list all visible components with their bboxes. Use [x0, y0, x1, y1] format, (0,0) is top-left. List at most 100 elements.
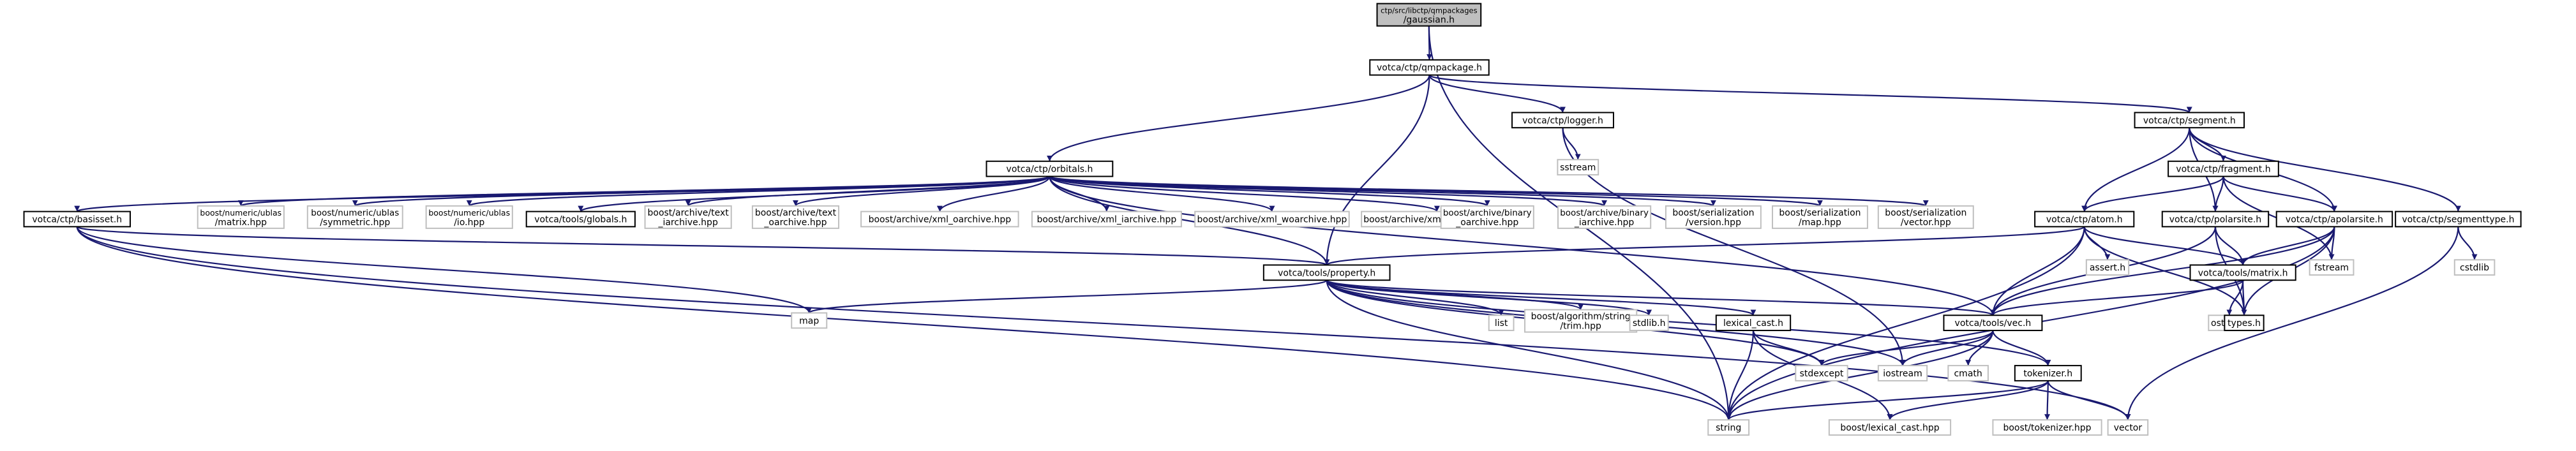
node-label: /trim.hpp [1560, 322, 1601, 332]
node-apolarsite[interactable]: votca/ctp/apolarsite.h [2275, 211, 2393, 228]
node-types[interactable]: types.h [2224, 314, 2265, 332]
node-ublas_io: boost/numeric/ublas/io.hpp [425, 205, 513, 229]
edge-vec-to-stdexcept [1818, 330, 1994, 366]
node-vec[interactable]: votca/tools/vec.h [1943, 314, 2043, 332]
node-segmenttype[interactable]: votca/ctp/segmenttype.h [2395, 211, 2522, 228]
node-xml_oarchive: boost/archive/xml_oarchive.hpp [860, 211, 1019, 228]
edge-orbitals-to-xml_woarchive [1049, 175, 1275, 212]
node-tokenizer[interactable]: tokenizer.h [2014, 365, 2082, 381]
edge-basisset-to-property [76, 226, 1329, 266]
node-label: votca/ctp/basisset.h [32, 214, 122, 225]
node-orbitals[interactable]: votca/ctp/orbitals.h [985, 160, 1114, 177]
node-box [1828, 419, 1952, 436]
node-sstream: sstream [1557, 159, 1599, 176]
edge-apolarsite-to-vec [1989, 226, 2335, 316]
edge-segment-to-atom [2081, 128, 2190, 212]
node-tmatrix[interactable]: votca/tools/matrix.h [2189, 264, 2296, 281]
node-lexical_cast[interactable]: lexical_cast.h [1715, 314, 1792, 332]
node-label: sstream [1560, 163, 1596, 173]
node-label: types.h [2228, 318, 2261, 329]
node-label: boost/serialization [1672, 208, 1754, 218]
edge-vec-to-tokenizer [1992, 330, 2051, 366]
node-text_iarchive: boost/archive/text_iarchive.hpp [644, 205, 732, 229]
edge-lexical_cast-to-string [1725, 330, 1755, 420]
node-ublas_sym: boost/numeric/ublas/symmetric.hpp [306, 205, 403, 229]
node-box [2189, 264, 2296, 281]
node-ser_vector: boost/serialization/vector.hpp [1877, 205, 1974, 229]
node-label: boost/archive/xml_woarchive.hpp [1197, 214, 1347, 225]
node-label: stdexcept [1800, 369, 1844, 379]
node-property[interactable]: votca/tools/property.h [1262, 264, 1391, 281]
node-polarsite[interactable]: votca/ctp/polarsite.h [2161, 211, 2270, 228]
node-box [23, 211, 131, 228]
node-ser_version: boost/serialization/version.hpp [1665, 205, 1762, 229]
node-box [2224, 314, 2265, 332]
node-atom[interactable]: votca/ctp/atom.h [2034, 211, 2135, 228]
edge-vec-to-string [1725, 330, 1994, 420]
edge-orbitals-to-ublas_io [467, 175, 1051, 207]
edge-layer [74, 26, 2478, 420]
node-xml_woarchive: boost/archive/xml_woarchive.hpp [1194, 211, 1350, 228]
node-label: votca/ctp/segment.h [2143, 115, 2236, 126]
node-box [1376, 3, 1482, 27]
edge-property-to-lexical_cast [1326, 279, 1756, 316]
node-logger[interactable]: votca/ctp/logger.h [1511, 112, 1614, 129]
node-label: votca/ctp/apolarsite.h [2286, 214, 2383, 225]
node-label: votca/tools/property.h [1278, 268, 1375, 278]
node-label: votca/tools/vec.h [1955, 318, 2032, 329]
node-label: boost/algorithm/string [1531, 312, 1631, 322]
node-label: boost/tokenizer.hpp [2003, 423, 2091, 433]
node-label: iostream [1883, 369, 1922, 379]
node-box [1947, 365, 1989, 381]
edge-orbitals-to-vec [1049, 176, 1996, 316]
node-label: votca/tools/globals.h [534, 214, 627, 225]
node-assert: assert.h [2085, 259, 2130, 276]
edge-orbitals-to-ser_vector [1049, 175, 1929, 207]
edge-fragment-to-atom [2081, 176, 2224, 212]
node-label: lexical_cast.h [1723, 318, 1783, 329]
node-box [1943, 314, 2043, 332]
node-layer: ctp/src/libctp/qmpackages/gaussian.h votc… [23, 3, 2522, 436]
node-gaussian[interactable]: ctp/src/libctp/qmpackages/gaussian.h [1376, 3, 1482, 27]
edge-qmpackage-to-orbitals [1047, 75, 1430, 161]
node-segment[interactable]: votca/ctp/segment.h [2134, 112, 2245, 129]
node-label: boost/serialization [1779, 208, 1861, 218]
edge-fragment-to-apolarsite [2222, 176, 2337, 212]
node-xml_iarchive: boost/archive/xml_iarchive.hpp [1031, 211, 1182, 228]
node-box [1511, 112, 1614, 129]
node-box [425, 205, 513, 229]
node-label: boost/archive/binary [1443, 208, 1532, 218]
node-fragment[interactable]: votca/ctp/fragment.h [2168, 160, 2279, 177]
node-label: votca/ctp/fragment.h [2176, 165, 2270, 175]
node-box [306, 205, 403, 229]
edge-tmatrix-to-vec [1990, 279, 2244, 316]
edge-atom-to-tmatrix [2083, 226, 2246, 265]
node-cstdlib: cstdlib [2453, 259, 2496, 276]
node-box [2085, 259, 2130, 276]
node-box [2168, 160, 2279, 177]
node-cmath: cmath [1947, 365, 1989, 381]
node-globals[interactable]: votca/tools/globals.h [525, 211, 636, 228]
node-label: votca/ctp/logger.h [1522, 115, 1603, 126]
node-box [1877, 205, 1974, 229]
node-label: boost/numeric/ublas [200, 208, 281, 218]
edge-tokenizer-to-boost_lexical [1887, 380, 2049, 420]
edge-segmenttype-to-vector [2125, 226, 2459, 420]
node-label: _iarchive.hpp [657, 218, 717, 228]
node-box [985, 160, 1114, 177]
node-box [1488, 314, 1515, 332]
edge-atom-to-string [1725, 226, 2085, 420]
node-label: votca/ctp/segmenttype.h [2402, 214, 2514, 225]
edge-basisset-to-vector [76, 226, 2131, 420]
node-label: /vector.hpp [1901, 218, 1951, 228]
edge-tokenizer-to-vector [2047, 380, 2131, 420]
node-label: _oarchive.hpp [763, 218, 827, 228]
edge-atom-to-vec [1989, 226, 2085, 316]
node-basisset[interactable]: votca/ctp/basisset.h [23, 211, 131, 228]
node-label: /map.hpp [1799, 218, 1841, 228]
node-string: string [1707, 419, 1750, 436]
node-label: votca/tools/matrix.h [2198, 268, 2288, 278]
node-box [1665, 205, 1762, 229]
node-fstream: fstream [2309, 259, 2355, 276]
node-qmpackage[interactable]: votca/ctp/qmpackage.h [1369, 59, 1490, 76]
